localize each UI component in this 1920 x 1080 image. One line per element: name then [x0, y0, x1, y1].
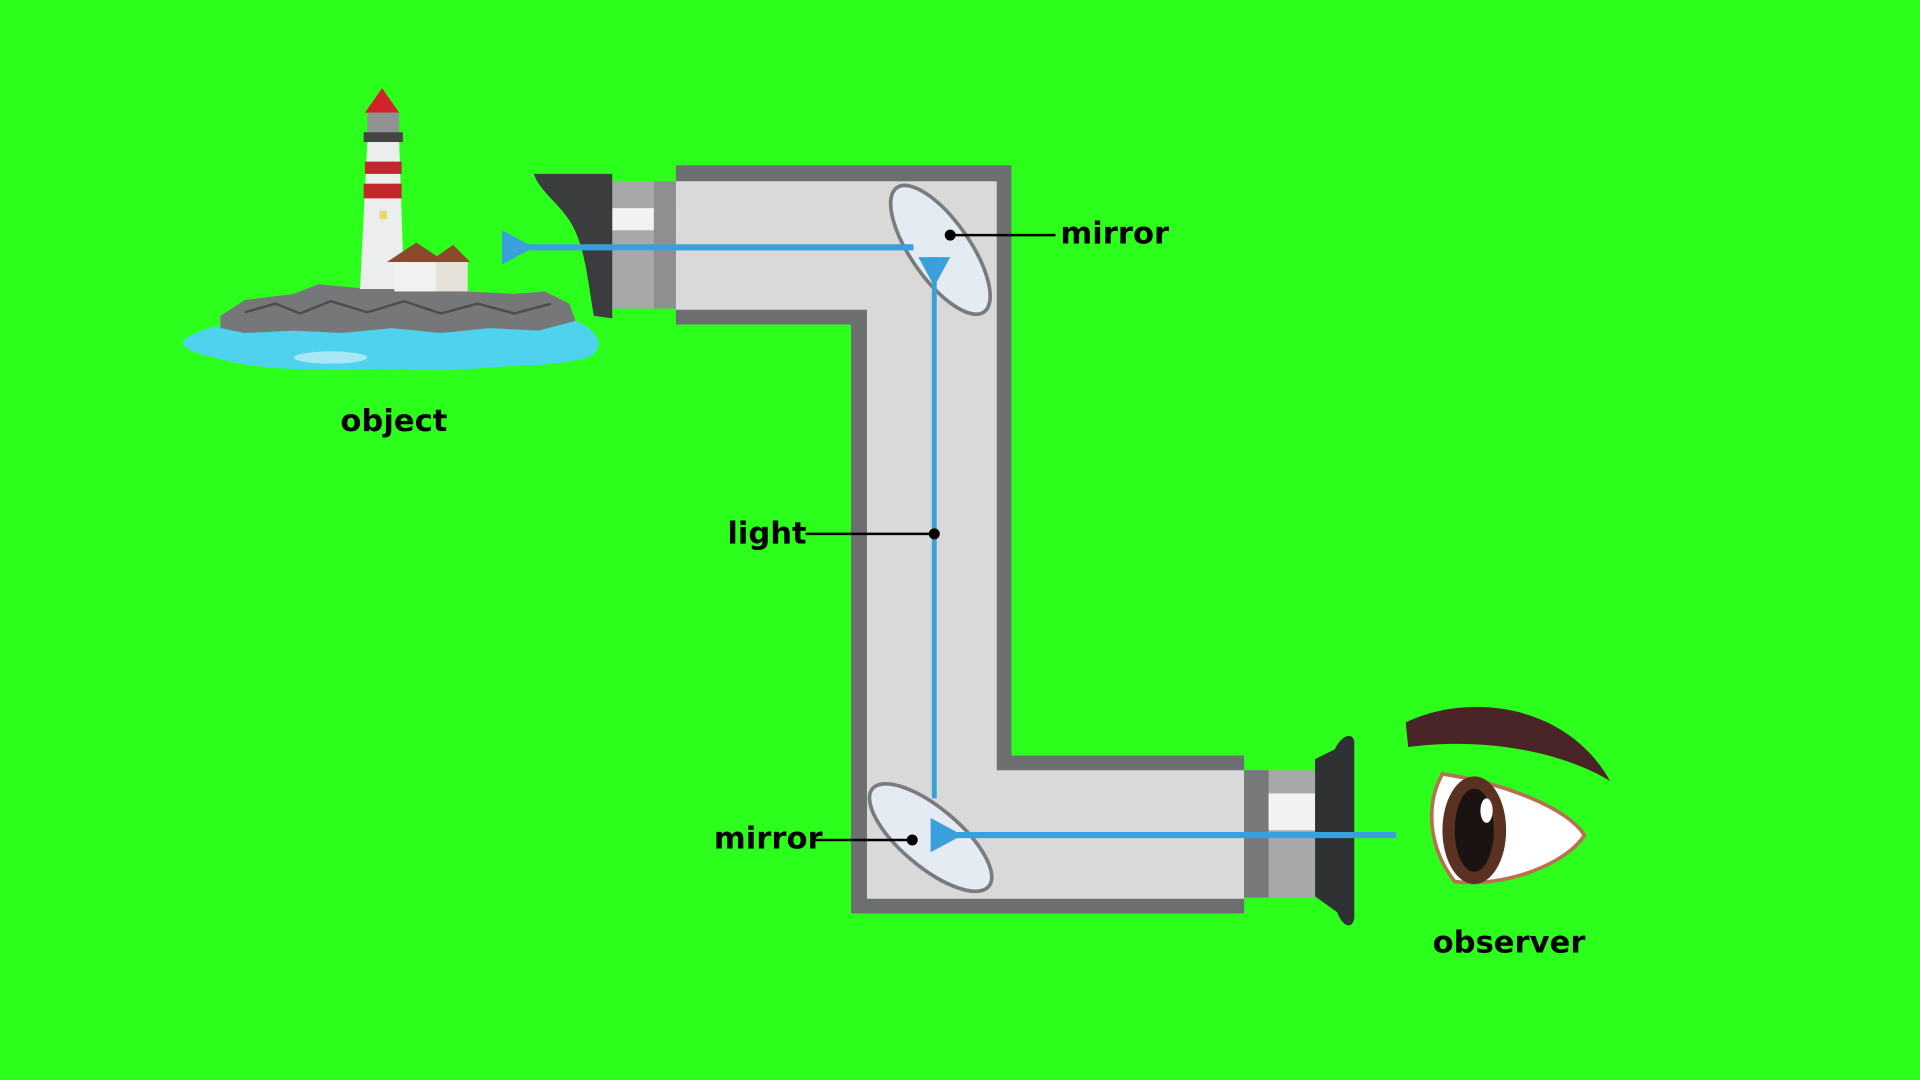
light-label: light	[727, 517, 806, 552]
observer-label: observer	[1433, 926, 1586, 961]
arrowhead-icon	[930, 817, 963, 853]
object-label: object	[340, 404, 447, 439]
light-ray	[502, 230, 1396, 853]
periscope-tube-inner	[675, 181, 1245, 899]
top-mirror	[888, 183, 993, 317]
leader-lines	[805, 229, 1056, 846]
arrowhead-icon	[918, 257, 951, 287]
lighthouse-illustration	[183, 88, 599, 371]
arrowhead-icon	[502, 230, 534, 265]
mirror-top-label: mirror	[1060, 217, 1169, 252]
bottom-eyepiece	[1244, 735, 1355, 926]
eye-illustration	[1405, 706, 1611, 885]
mirror-bottom-label: mirror	[714, 822, 823, 857]
